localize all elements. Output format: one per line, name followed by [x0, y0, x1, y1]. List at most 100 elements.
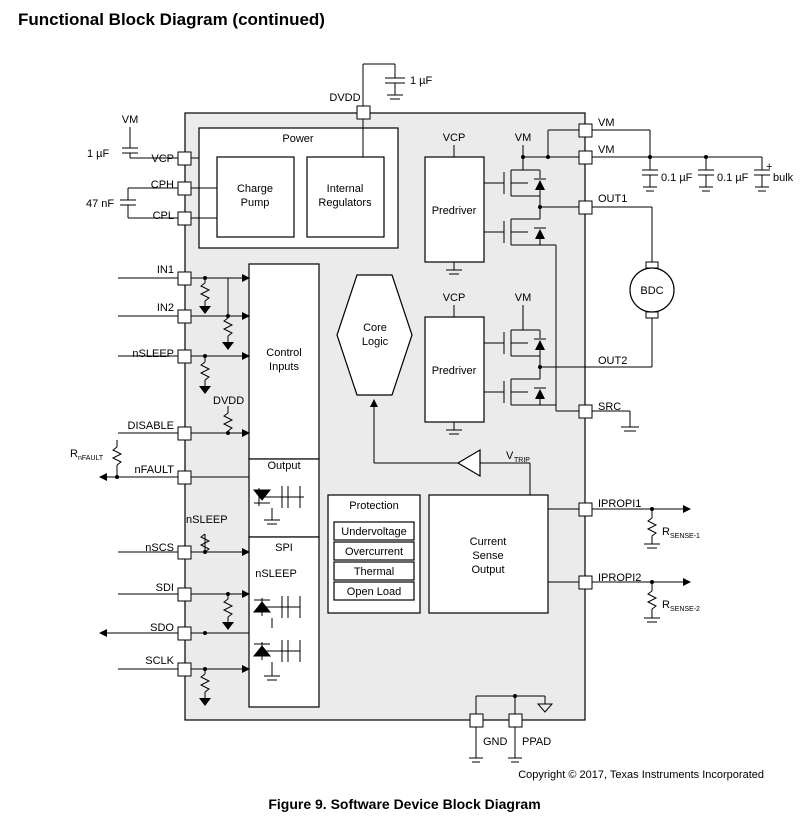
pin-vm-1: [578, 123, 593, 138]
bdc-motor: [629, 267, 675, 313]
pin-sdi: [177, 587, 192, 602]
pin-src-label: SRC: [598, 401, 621, 413]
predriver-wiring: [446, 129, 652, 435]
protection-item-undervoltage-label: Undervoltage: [341, 526, 406, 538]
dvdd-cap-wiring: [362, 63, 405, 157]
input-wiring: [99, 274, 250, 698]
pin-in2: [177, 309, 192, 324]
pin-sdo: [177, 626, 192, 641]
rsense2-label: R: [662, 599, 670, 611]
pin-nsleep: [177, 349, 192, 364]
output-transistor-icon: [252, 486, 304, 525]
spi-block: [248, 536, 320, 708]
predriver-top-vcp-label: VCP: [443, 132, 466, 144]
dvdd-pullup-label: DVDD: [213, 395, 244, 407]
protection-item-thermal: [333, 561, 415, 581]
pin-sdi-label: SDI: [156, 582, 174, 594]
predriver-top-label: Predriver: [432, 205, 477, 217]
protection-item-open-load: [333, 581, 415, 601]
pin-vm-1-label: VM: [598, 117, 615, 129]
bdc-label: BDC: [640, 285, 663, 297]
protection-item-open-load-label: Open Load: [347, 586, 401, 598]
pin-sdo-label: SDO: [150, 622, 174, 634]
rsense1-sub-label: SENSE-1: [670, 533, 700, 540]
pin-ppad: [508, 713, 523, 728]
pin-vm-2-label: VM: [598, 144, 615, 156]
spi-label: SPI: [275, 542, 293, 554]
power-label: Power: [282, 133, 314, 145]
pin-gnd: [469, 713, 484, 728]
bridge-diodes: [521, 155, 550, 399]
pin-nsleep-label: nSLEEP: [132, 348, 174, 360]
protection-item-overcurrent-label: Overcurrent: [345, 546, 403, 558]
pin-ipropi2: [578, 575, 593, 590]
current-sense-block: [428, 494, 549, 614]
spi-nsleep-label: nSLEEP: [255, 568, 297, 580]
pin-sclk: [177, 662, 192, 677]
nscs-nsleep-label: nSLEEP: [186, 514, 228, 526]
bridge-top-vm-label: VM: [515, 132, 532, 144]
current-sense-label-1: Current: [470, 536, 507, 548]
pin-dvdd-label: DVDD: [329, 92, 360, 104]
vtrip-sub-label: TRIP: [514, 457, 530, 464]
pin-nscs-label: nSCS: [145, 542, 174, 554]
pin-disable: [177, 426, 192, 441]
pin-cpl: [177, 211, 192, 226]
pin-gnd-label: GND: [483, 736, 508, 748]
core-logic-label-2: Logic: [362, 336, 389, 348]
spi-transistor-icon-1: [252, 596, 301, 628]
left-cap-wiring: [120, 127, 217, 219]
pin-out1: [578, 200, 593, 215]
cap-2-label: 0.1 µF: [717, 172, 749, 184]
r-nfault-label: R: [70, 448, 78, 460]
internal-regulators-block: [306, 156, 385, 238]
vcp-cap-label: 1 µF: [87, 148, 110, 160]
pin-vcp: [177, 151, 192, 166]
vtrip-wiring: [370, 399, 531, 495]
pin-in1: [177, 271, 192, 286]
core-logic-block: [336, 274, 413, 396]
ppad-node: [513, 694, 517, 698]
right-pins: [578, 123, 593, 590]
rsense2-sub-label: SENSE-2: [670, 606, 700, 613]
pin-in1-label: IN1: [157, 264, 174, 276]
control-inputs-label-1: Control: [266, 347, 301, 359]
protection-item-thermal-label: Thermal: [354, 566, 394, 578]
pin-nfault: [177, 470, 192, 485]
pin-ipropi1: [578, 502, 593, 517]
bridge-bottom-vm-label: VM: [515, 292, 532, 304]
charge-pump-label-1: Charge: [237, 183, 273, 195]
vtrip-label: V: [506, 450, 514, 462]
pin-cph-label: CPH: [151, 179, 174, 191]
protection-label: Protection: [349, 500, 399, 512]
pin-in2-label: IN2: [157, 302, 174, 314]
protection-item-overcurrent: [333, 541, 415, 561]
pin-out2-label: OUT2: [598, 355, 627, 367]
pin-ipropi2-label: IPROPI2: [598, 572, 641, 584]
copyright-text: Copyright © 2017, Texas Instruments Inco…: [518, 769, 764, 781]
output-label: Output: [267, 460, 300, 472]
vm-left-label: VM: [122, 114, 139, 126]
current-sense-label-2: Sense: [472, 550, 503, 562]
pin-cph: [177, 181, 192, 196]
internal-regulators-label-1: Internal: [327, 183, 364, 195]
figure-caption: Figure 9. Software Device Block Diagram: [268, 796, 541, 812]
cap-1-label: 0.1 µF: [661, 172, 693, 184]
pin-src: [578, 404, 593, 419]
pin-nfault-label: nFAULT: [134, 464, 174, 476]
r-nfault-sub-label: nFAULT: [78, 455, 104, 462]
bulk-plus-label: +: [766, 161, 772, 173]
right-wiring: [548, 129, 770, 623]
right-nodes: [648, 155, 708, 584]
pin-disable-label: DISABLE: [128, 420, 174, 432]
predriver-bottom-vcp-label: VCP: [443, 292, 466, 304]
control-inputs-label-2: Inputs: [269, 361, 299, 373]
pulldown-grounds: [115, 276, 234, 706]
protection-item-undervoltage: [333, 521, 415, 541]
pin-sclk-label: SCLK: [145, 655, 174, 667]
dvdd-cap-label: 1 µF: [410, 75, 433, 87]
bulk-label: bulk: [773, 172, 794, 184]
pin-nscs: [177, 545, 192, 560]
control-inputs-block: [248, 263, 320, 460]
